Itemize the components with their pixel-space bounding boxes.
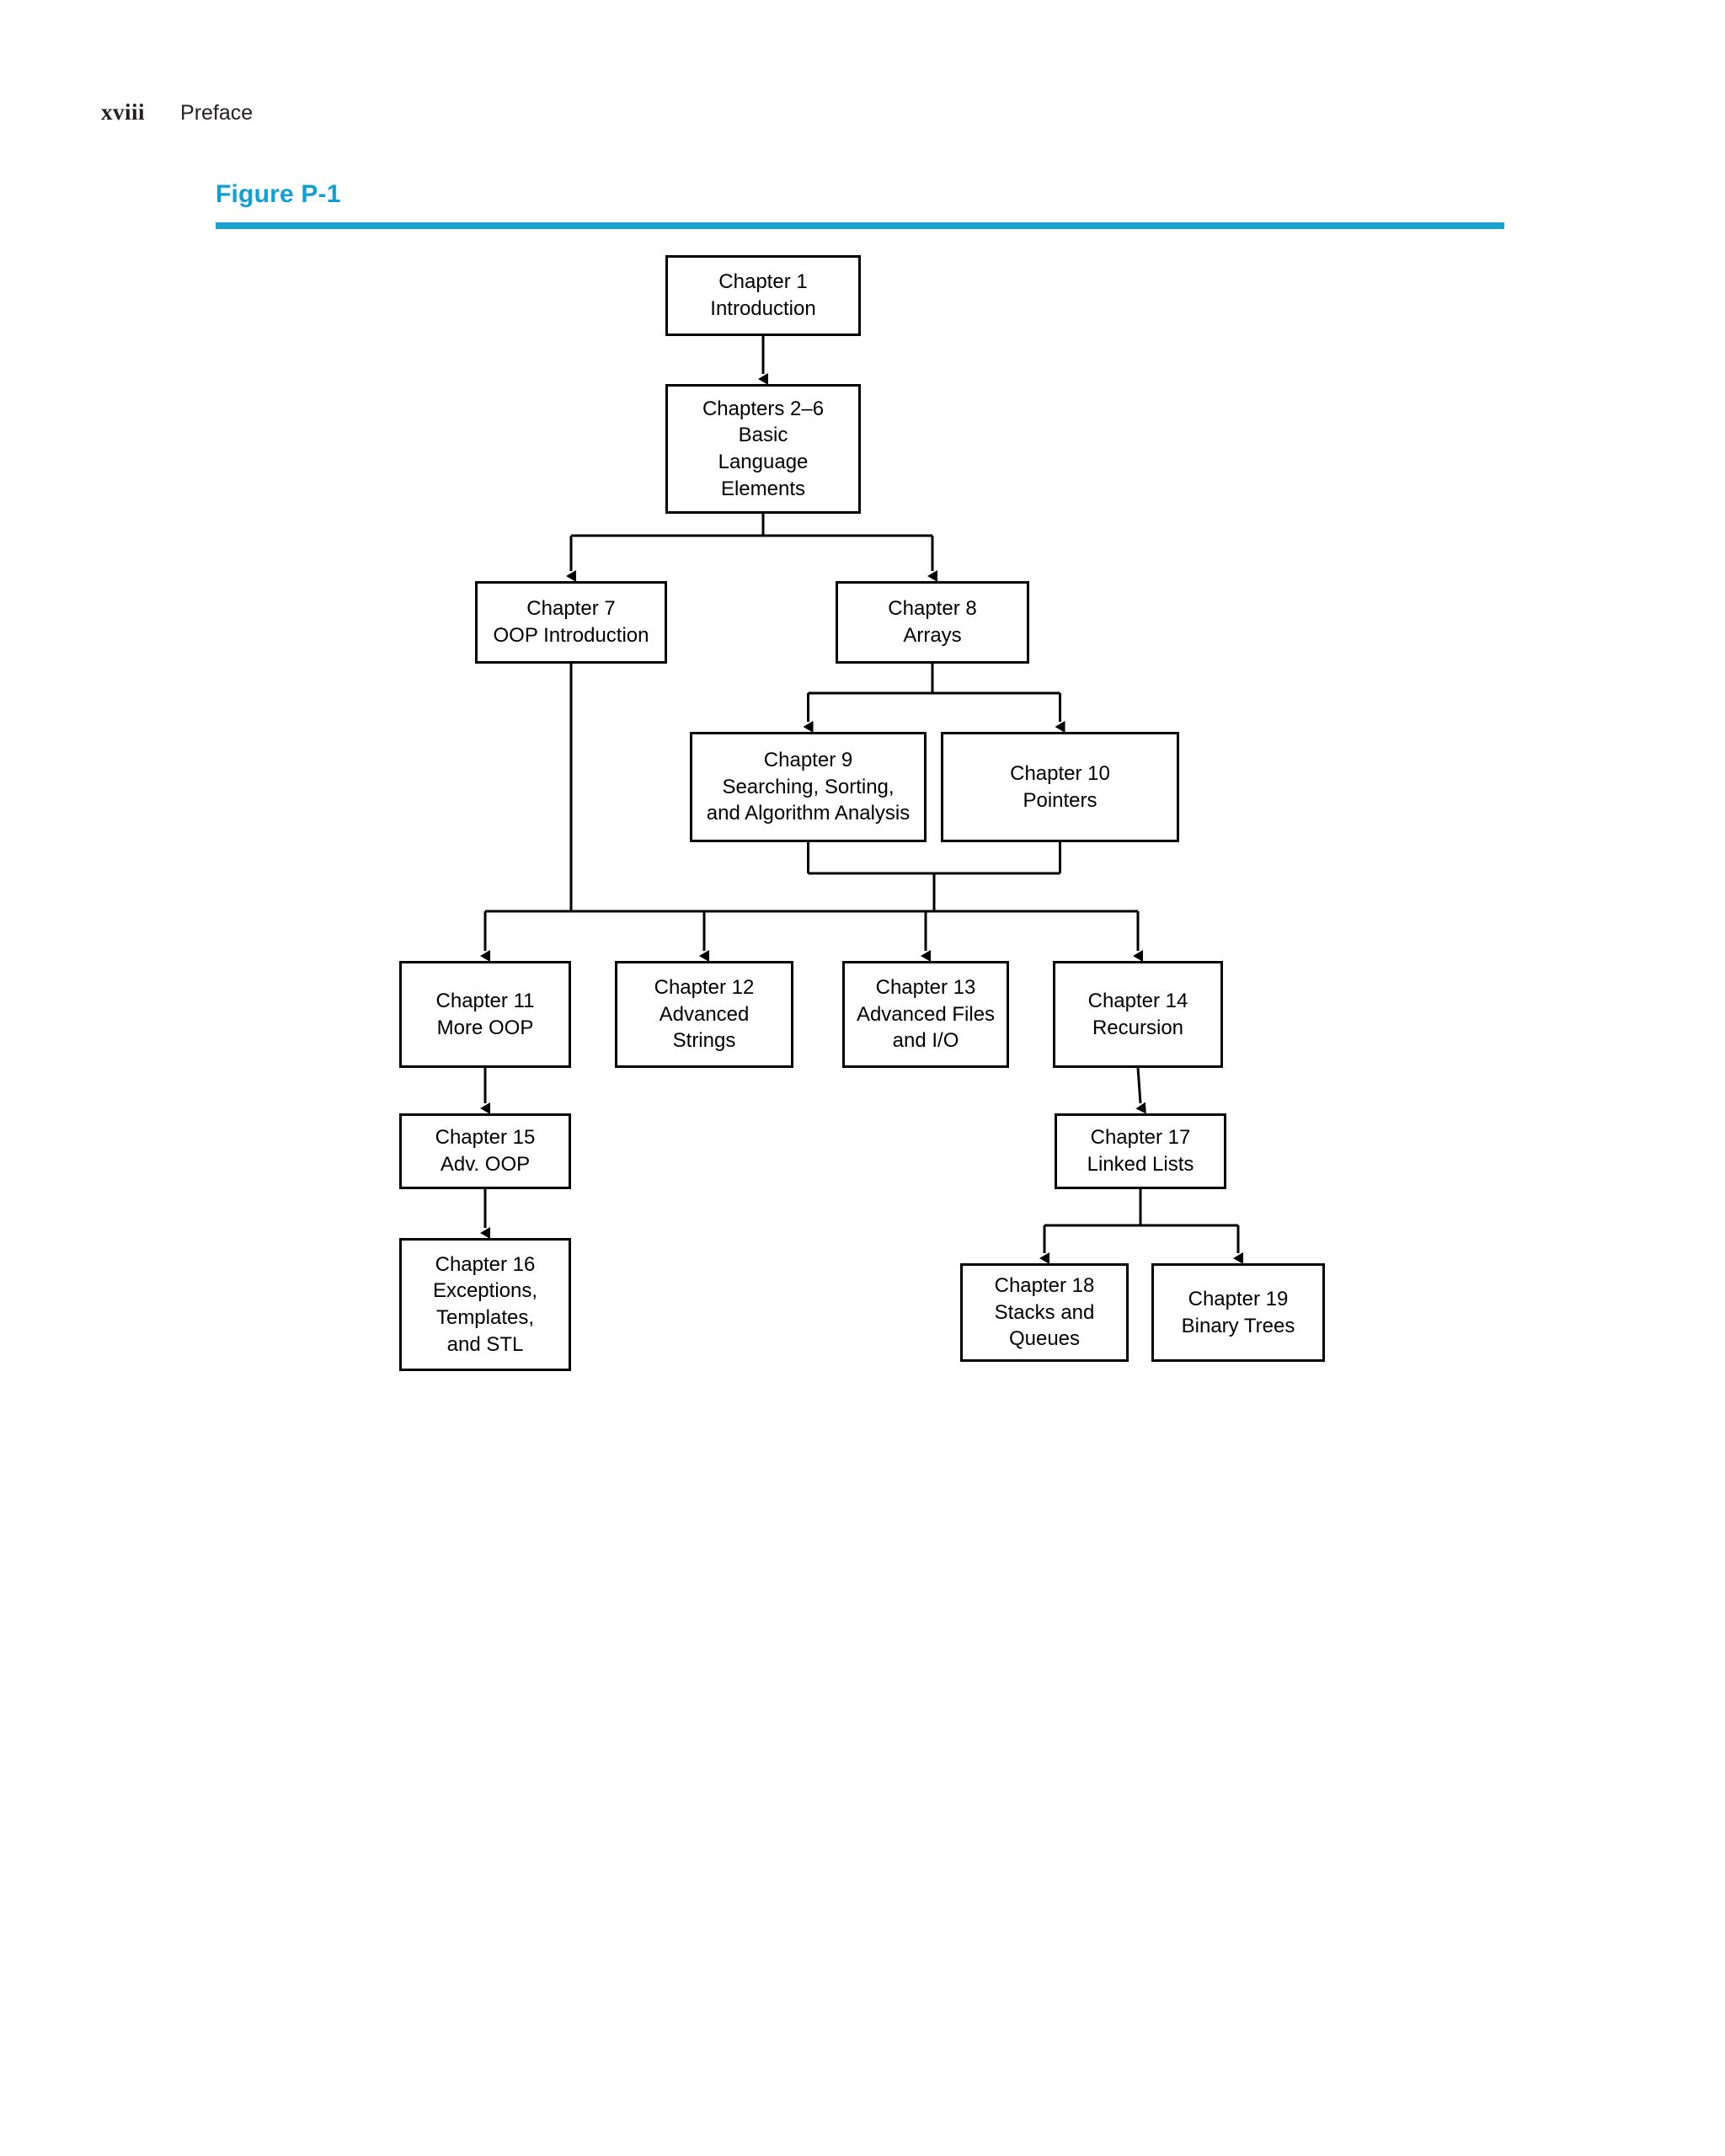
flowchart-node-ch14: Chapter 14Recursion <box>1053 961 1223 1068</box>
connector <box>1138 1068 1140 1103</box>
node-text-line: Advanced Files <box>857 1001 995 1028</box>
node-text-line: Chapter 7 <box>526 595 615 622</box>
flowchart-node-ch15: Chapter 15Adv. OOP <box>399 1113 571 1189</box>
node-text-line: Chapter 12 <box>654 974 755 1001</box>
flowchart-node-ch18: Chapter 18Stacks andQueues <box>960 1263 1129 1362</box>
node-text-line: Introduction <box>710 296 815 323</box>
node-text-line: OOP Introduction <box>494 622 649 649</box>
node-text-line: Searching, Sorting, <box>722 774 894 801</box>
node-text-line: Chapter 8 <box>888 595 976 622</box>
node-text-line: Binary Trees <box>1182 1313 1295 1340</box>
node-text-line: and STL <box>447 1331 524 1358</box>
flowchart-node-ch7: Chapter 7OOP Introduction <box>475 581 667 664</box>
flowchart-node-ch19: Chapter 19Binary Trees <box>1151 1263 1325 1362</box>
flowchart-node-ch12: Chapter 12AdvancedStrings <box>615 961 793 1068</box>
flowchart-node-ch8: Chapter 8Arrays <box>836 581 1029 664</box>
node-text-line: Language <box>718 449 809 476</box>
node-text-line: and I/O <box>893 1027 959 1054</box>
node-text-line: Exceptions, <box>433 1278 537 1305</box>
flowchart-node-ch16: Chapter 16Exceptions,Templates,and STL <box>399 1238 571 1371</box>
node-text-line: Strings <box>673 1027 736 1054</box>
flowchart-node-ch11: Chapter 11More OOP <box>399 961 571 1068</box>
node-text-line: Templates, <box>436 1305 534 1331</box>
node-text-line: Chapter 19 <box>1188 1286 1289 1313</box>
node-text-line: Chapter 17 <box>1091 1124 1191 1151</box>
flowchart-node-ch9: Chapter 9Searching, Sorting,and Algorith… <box>690 732 927 842</box>
flowchart-node-ch17: Chapter 17Linked Lists <box>1055 1113 1226 1189</box>
node-text-line: Chapter 9 <box>764 747 852 774</box>
flowchart-node-ch13: Chapter 13Advanced Filesand I/O <box>842 961 1009 1068</box>
node-text-line: and Algorithm Analysis <box>707 800 910 827</box>
node-text-line: Chapter 18 <box>995 1273 1095 1299</box>
node-text-line: Queues <box>1009 1326 1080 1353</box>
node-text-line: More OOP <box>437 1015 534 1042</box>
node-text-line: Arrays <box>903 622 961 649</box>
node-text-line: Chapter 16 <box>435 1251 536 1278</box>
node-text-line: Recursion <box>1092 1015 1183 1042</box>
node-text-line: Chapter 1 <box>718 269 807 296</box>
node-text-line: Chapters 2–6 <box>702 396 824 423</box>
flowchart-node-ch10: Chapter 10Pointers <box>941 732 1179 842</box>
node-text-line: Adv. OOP <box>441 1151 530 1178</box>
node-text-line: Chapter 15 <box>435 1124 536 1151</box>
node-text-line: Chapter 14 <box>1088 988 1188 1015</box>
node-text-line: Basic <box>739 422 788 449</box>
node-text-line: Elements <box>721 476 805 503</box>
node-text-line: Stacks and <box>995 1299 1095 1326</box>
node-text-line: Pointers <box>1023 787 1097 814</box>
node-text-line: Chapter 11 <box>436 988 535 1015</box>
node-text-line: Chapter 10 <box>1010 760 1110 787</box>
flowchart-node-ch26: Chapters 2–6BasicLanguageElements <box>665 384 861 514</box>
node-text-line: Linked Lists <box>1087 1151 1194 1178</box>
node-text-line: Chapter 13 <box>876 974 976 1001</box>
node-text-line: Advanced <box>660 1001 750 1028</box>
flowchart-node-ch1: Chapter 1Introduction <box>665 255 861 336</box>
